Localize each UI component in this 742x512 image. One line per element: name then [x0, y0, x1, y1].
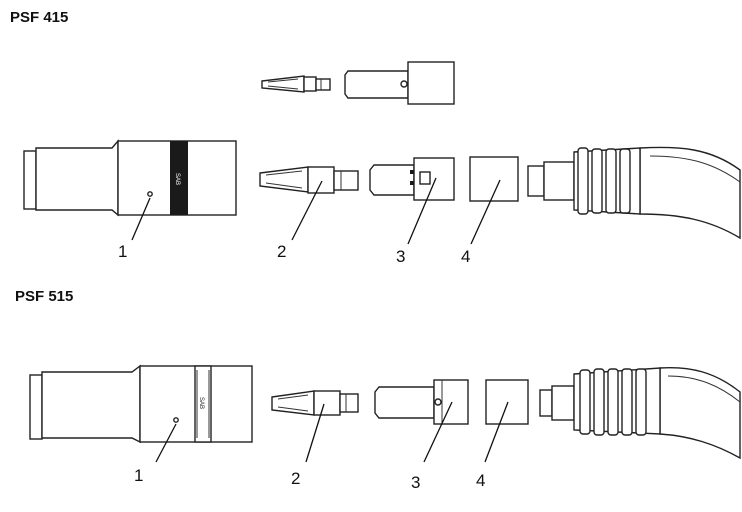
psf415-label-4: 4	[461, 247, 470, 266]
psf515-label-4: 4	[476, 471, 485, 490]
psf515-insulator	[485, 379, 529, 425]
psf415-contact-tip	[259, 166, 359, 194]
psf415-label-2: 2	[277, 242, 286, 261]
psf415-label-3: 3	[396, 247, 405, 266]
psf415-label-1: 1	[118, 242, 127, 261]
psf515-label-1: 1	[134, 466, 143, 485]
section-title-psf515: PSF 515	[15, 288, 74, 305]
psf515-assembly: SAB	[29, 364, 741, 492]
psf515-tip-holder	[374, 379, 469, 425]
psf415-torch-neck	[527, 146, 741, 240]
psf415-small-tip-holder	[344, 61, 455, 105]
psf515-torch-neck	[539, 366, 741, 460]
psf515-label-2: 2	[291, 469, 300, 488]
psf415-assembly: SAB	[23, 61, 741, 266]
psf415-nozzle: SAB	[23, 139, 237, 217]
psf515-contact-tip	[271, 390, 359, 416]
psf415-small-contact-tip	[261, 75, 331, 93]
section-title-psf415: PSF 415	[10, 9, 69, 26]
psf415-tip-holder	[369, 157, 455, 201]
psf415-band-text: SAB	[174, 173, 180, 185]
psf515-band-text: SAB	[198, 397, 204, 409]
psf515-nozzle: SAB	[29, 364, 253, 444]
psf515-label-3: 3	[411, 473, 420, 492]
